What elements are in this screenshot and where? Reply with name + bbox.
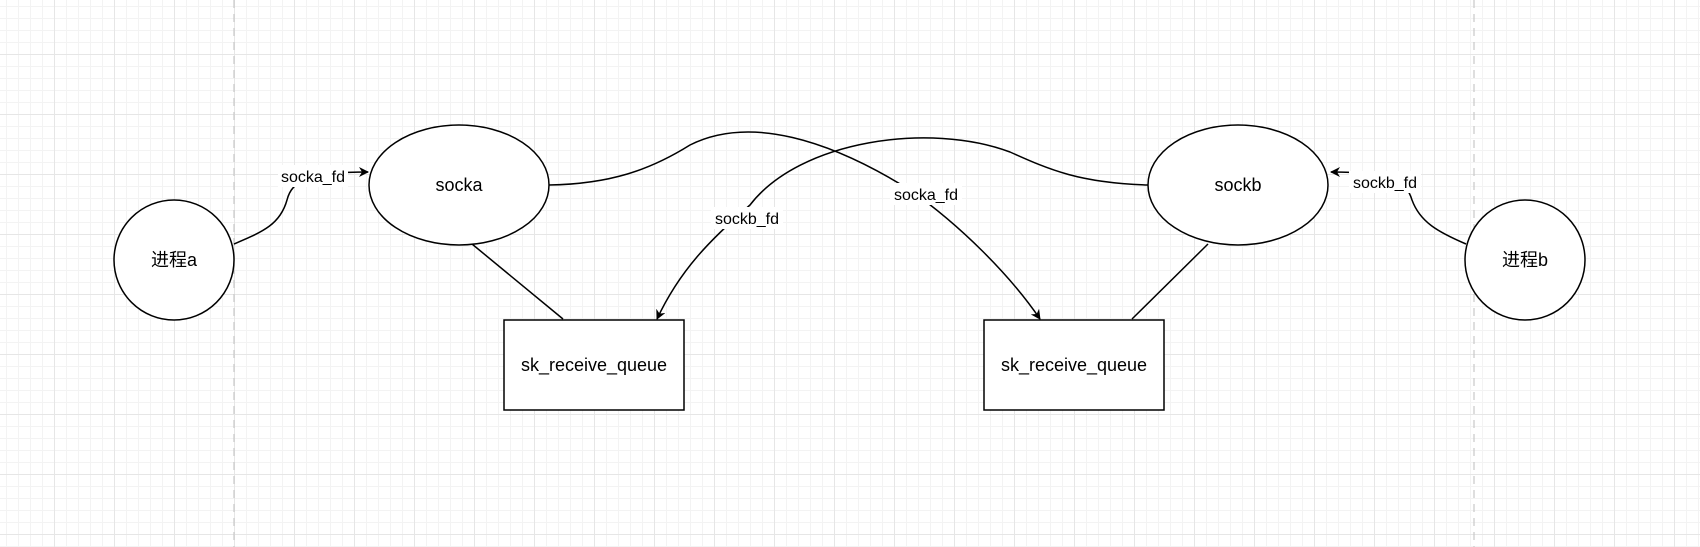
- edge-label-sockb-fd-right[interactable]: sockb_fd: [1349, 171, 1421, 193]
- edge-label-socka-fd-left[interactable]: socka_fd: [278, 165, 348, 187]
- queue-a-node[interactable]: sk_receive_queue: [503, 319, 685, 411]
- edge-label-sockb-fd-cross[interactable]: sockb_fd: [711, 207, 783, 229]
- queue-b-node[interactable]: sk_receive_queue: [983, 319, 1165, 411]
- process-b-circle: [1464, 199, 1586, 321]
- queue-a-label: sk_receive_queue: [521, 355, 667, 376]
- edge-label-socka-fd-cross[interactable]: socka_fd: [890, 183, 962, 205]
- edge-label-text: socka_fd: [894, 187, 958, 204]
- sockb-node[interactable]: sockb: [1147, 124, 1329, 246]
- socka-label: socka: [435, 175, 483, 195]
- process-b-node[interactable]: 进程b: [1464, 199, 1586, 321]
- edge-label-bg: [890, 183, 962, 205]
- edge-sockb-to-queue-a[interactable]: [656, 137, 1149, 320]
- queue-a-rect: [503, 319, 685, 411]
- edge-sockb-to-queue-b[interactable]: [1131, 243, 1209, 320]
- edge-label-bg: [711, 207, 783, 229]
- edge-socka-to-queue-b[interactable]: [548, 131, 1041, 320]
- edge-label-text: sockb_fd: [715, 211, 779, 228]
- edge-socka-to-queue-a[interactable]: [471, 243, 564, 320]
- edge-label-text: socka_fd: [281, 169, 345, 186]
- socka-ellipse: [368, 124, 550, 246]
- process-a-label: 进程a: [151, 250, 198, 270]
- socka-node[interactable]: socka: [368, 124, 550, 246]
- queue-b-rect: [983, 319, 1165, 411]
- edge-label-text: sockb_fd: [1353, 175, 1417, 192]
- edge-label-bg: [1349, 171, 1421, 193]
- sockb-label: sockb: [1214, 175, 1261, 195]
- queue-b-label: sk_receive_queue: [1001, 355, 1147, 376]
- process-a-node[interactable]: 进程a: [113, 199, 235, 321]
- process-a-circle: [113, 199, 235, 321]
- process-b-label: 进程b: [1502, 250, 1548, 270]
- sockb-ellipse: [1147, 124, 1329, 246]
- edge-label-bg: [278, 165, 348, 187]
